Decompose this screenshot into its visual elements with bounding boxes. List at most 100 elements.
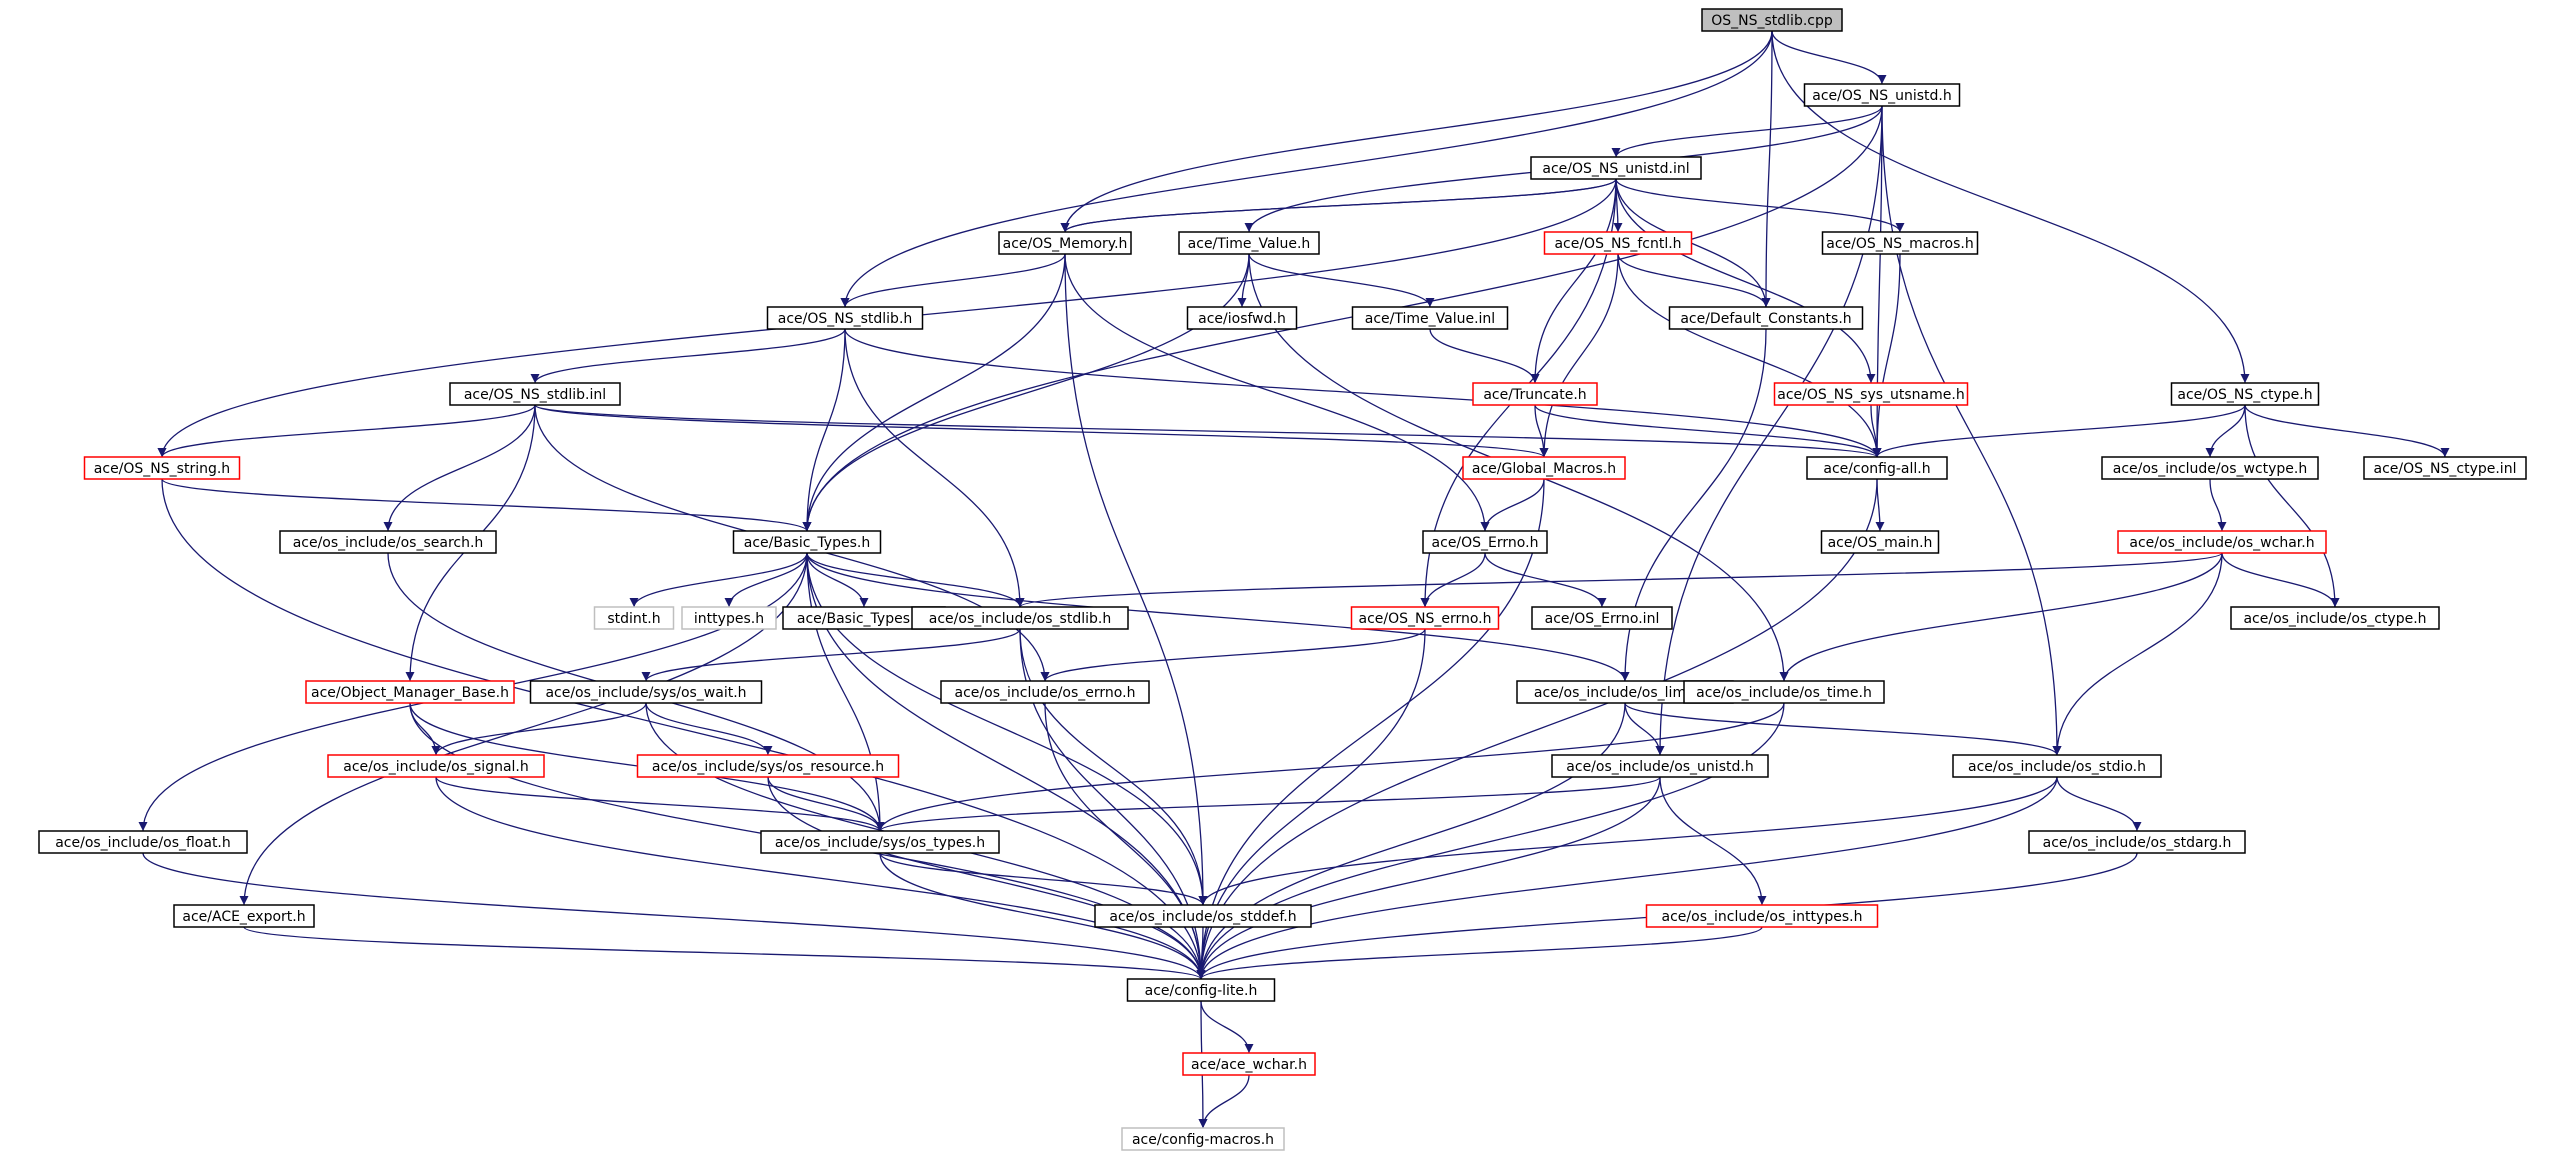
edge-os_wait-to-os_resource — [645, 702, 773, 756]
node-ace-time-value-h[interactable]: ace/Time_Value.h — [1178, 231, 1320, 255]
edge-root-to-ns_stdlib_h — [840, 30, 1773, 308]
edge-ns_stdlib_h-to-ns_stdlib_inl — [530, 328, 846, 384]
edge-config_lite-to-ace_wchar — [1200, 1000, 1254, 1054]
edge-os_time-to-os_types — [875, 702, 1785, 832]
node-ace-os-include-os-wchar-h[interactable]: ace/os_include/os_wchar.h — [2117, 530, 2327, 554]
node-ace-os-ns-unistd-inl[interactable]: ace/OS_NS_unistd.inl — [1530, 156, 1702, 180]
node-box — [1820, 530, 1940, 554]
node-label: ace/os_include/os_stddef.h — [1109, 909, 1296, 925]
edge-ns_stdlib_inl-to-global_macros — [534, 404, 1549, 458]
node-box — [1178, 231, 1320, 255]
node-ace-truncate-h[interactable]: ace/Truncate.h — [1472, 382, 1598, 406]
node-ace-basic-types-inl[interactable]: ace/Basic_Types.inl — [782, 606, 946, 630]
node-label: ace/os_include/os_stdio.h — [1968, 759, 2146, 775]
edge-ns_stdlib_h-to-config_all — [844, 328, 1882, 458]
node-ace-os-ns-sys-utsname-h[interactable]: ace/OS_NS_sys_utsname.h — [1773, 382, 1969, 406]
node-box — [2028, 830, 2246, 854]
node-ace-global-macros-h[interactable]: ace/Global_Macros.h — [1462, 456, 1626, 480]
node-ace-os-ns-string-h[interactable]: ace/OS_NS_string.h — [83, 456, 241, 480]
node-ace-os-ns-stdlib-h[interactable]: ace/OS_NS_stdlib.h — [766, 306, 924, 330]
node-ace-default-constants-h[interactable]: ace/Default_Constants.h — [1668, 306, 1864, 330]
edge-os_wchar-to-os_stdio — [2052, 552, 2223, 756]
edge-os_wait-to-os_signal — [431, 702, 647, 756]
node-ace-os-include-os-time-h[interactable]: ace/os_include/os_time.h — [1683, 680, 1885, 704]
edge-os_signal-to-os_types — [435, 776, 885, 832]
node-ace-os-include-os-wctype-h[interactable]: ace/os_include/os_wctype.h — [2101, 456, 2319, 480]
node-box — [1806, 456, 1948, 480]
node-ace-os-ns-fcntl-h[interactable]: ace/OS_NS_fcntl.h — [1543, 231, 1693, 255]
node-ace-os-memory-h[interactable]: ace/OS_Memory.h — [998, 231, 1132, 255]
node-ace-os-errno-h[interactable]: ace/OS_Errno.h — [1422, 530, 1548, 554]
node-ace-os-errno-inl[interactable]: ace/OS_Errno.inl — [1531, 606, 1673, 630]
node-box — [2170, 382, 2320, 406]
edge-os_inttypes-to-config_lite — [1196, 926, 1763, 980]
edge-os_stdlib-to-os_wait — [641, 628, 1021, 682]
node-label: ace/ACE_export.h — [182, 909, 305, 925]
node-ace-os-ns-unistd-h[interactable]: ace/OS_NS_unistd.h — [1803, 83, 1961, 107]
node-ace-os-ns-errno-h[interactable]: ace/OS_NS_errno.h — [1350, 606, 1500, 630]
node-box — [760, 830, 1000, 854]
node-label: ace/Default_Constants.h — [1680, 311, 1851, 327]
node-ace-os-include-os-limits-h[interactable]: ace/os_include/os_limits.h — [1516, 680, 1734, 704]
node-ace-os-include-os-unistd-h[interactable]: ace/os_include/os_unistd.h — [1551, 754, 1769, 778]
node-ace-config-lite-h[interactable]: ace/config-lite.h — [1126, 978, 1276, 1002]
node-label: ace/Time_Value.h — [1188, 236, 1311, 252]
node-label: ace/os_include/os_errno.h — [955, 685, 1136, 701]
edge-ns_errno-to-os_errno_inc — [1040, 628, 1426, 682]
node-box — [940, 680, 1150, 704]
edge-unistd_inl-to-truncate — [1530, 178, 1617, 384]
node-ace-os-include-sys-os-types-h[interactable]: ace/os_include/sys/os_types.h — [760, 830, 1000, 854]
edge-ns_ctype_h-to-os_wctype — [2205, 404, 2246, 458]
node-label: ace/os_include/os_time.h — [1696, 685, 1872, 701]
edge-root-to-os_memory — [1060, 30, 1773, 233]
edge-ns_ctype_h-to-config_all — [1872, 404, 2246, 458]
node-box — [1530, 156, 1702, 180]
node-ace-os-include-os-search-h[interactable]: ace/os_include/os_search.h — [279, 530, 497, 554]
node-label: ace/config-macros.h — [1132, 1132, 1274, 1148]
edge-os_stdio-to-os_stddef — [1198, 776, 2058, 906]
node-label: ace/Global_Macros.h — [1472, 461, 1616, 477]
node-ace-object-manager-base-h[interactable]: ace/Object_Manager_Base.h — [305, 680, 515, 704]
edge-root-to-ns_ctype_h — [1771, 30, 2250, 384]
node-ace-os-include-sys-os-wait-h[interactable]: ace/os_include/sys/os_wait.h — [529, 680, 763, 704]
node-box — [681, 606, 777, 630]
edge-ns_fcntl-to-config_all — [1617, 253, 1882, 458]
node-ace-os-ns-ctype-inl[interactable]: ace/OS_NS_ctype.inl — [2363, 456, 2527, 480]
node-label: ace/os_include/os_wctype.h — [2113, 461, 2308, 477]
node-box — [38, 830, 248, 854]
node-ace-os-include-os-float-h[interactable]: ace/os_include/os_float.h — [38, 830, 248, 854]
node-ace-os-ns-macros-h[interactable]: ace/OS_NS_macros.h — [1821, 231, 1979, 255]
node-ace-os-include-sys-os-resource-h[interactable]: ace/os_include/sys/os_resource.h — [636, 754, 900, 778]
node-ace-time-value-inl[interactable]: ace/Time_Value.inl — [1351, 306, 1509, 330]
node-ace-config-all-h[interactable]: ace/config-all.h — [1806, 456, 1948, 480]
edge-ns_stdlib_inl-to-config_all — [534, 404, 1882, 458]
node-label: ace/os_include/os_search.h — [293, 535, 484, 551]
node-ace-os-include-os-signal-h[interactable]: ace/os_include/os_signal.h — [327, 754, 545, 778]
edge-os_stdlib-to-os_stddef — [1019, 628, 1208, 906]
node-ace-ace-wchar-h[interactable]: ace/ace_wchar.h — [1182, 1052, 1316, 1076]
edge-os_time-to-config_lite — [1196, 702, 1785, 980]
node-ace-os-include-os-errno-h[interactable]: ace/os_include/os_errno.h — [940, 680, 1150, 704]
node-ace-ace-export-h[interactable]: ace/ACE_export.h — [173, 904, 315, 928]
edge-os_unistd-to-config_lite — [1196, 776, 1661, 980]
node-ace-os-include-os-stdlib-h[interactable]: ace/os_include/os_stdlib.h — [911, 606, 1129, 630]
node-ace-iosfwd-h[interactable]: ace/iosfwd.h — [1186, 306, 1298, 330]
node-box — [1668, 306, 1864, 330]
node-label: ace/OS_NS_errno.h — [1358, 611, 1491, 627]
node-ace-basic-types-h[interactable]: ace/Basic_Types.h — [732, 530, 882, 554]
node-ace-os-main-h[interactable]: ace/OS_main.h — [1820, 530, 1940, 554]
node-ace-os-include-os-ctype-h[interactable]: ace/os_include/os_ctype.h — [2230, 606, 2440, 630]
node-box — [1773, 382, 1969, 406]
node-label: ace/OS_NS_unistd.h — [1812, 88, 1952, 104]
node-ace-os-ns-ctype-h[interactable]: ace/OS_NS_ctype.h — [2170, 382, 2320, 406]
node-ace-os-include-os-stdio-h[interactable]: ace/os_include/os_stdio.h — [1952, 754, 2162, 778]
node-ace-os-include-os-stddef-h[interactable]: ace/os_include/os_stddef.h — [1094, 904, 1312, 928]
edge-truncate-to-config_all — [1534, 404, 1882, 458]
node-os-ns-stdlib-cpp[interactable]: OS_NS_stdlib.cpp — [1701, 8, 1843, 32]
node-ace-os-include-os-inttypes-h[interactable]: ace/os_include/os_inttypes.h — [1645, 904, 1879, 928]
node-ace-os-ns-stdlib-inl[interactable]: ace/OS_NS_stdlib.inl — [449, 382, 621, 406]
node-box — [766, 306, 924, 330]
node-ace-os-include-os-stdarg-h[interactable]: ace/os_include/os_stdarg.h — [2028, 830, 2246, 854]
node-label: ace/OS_Memory.h — [1003, 236, 1128, 252]
node-box — [2117, 530, 2327, 554]
